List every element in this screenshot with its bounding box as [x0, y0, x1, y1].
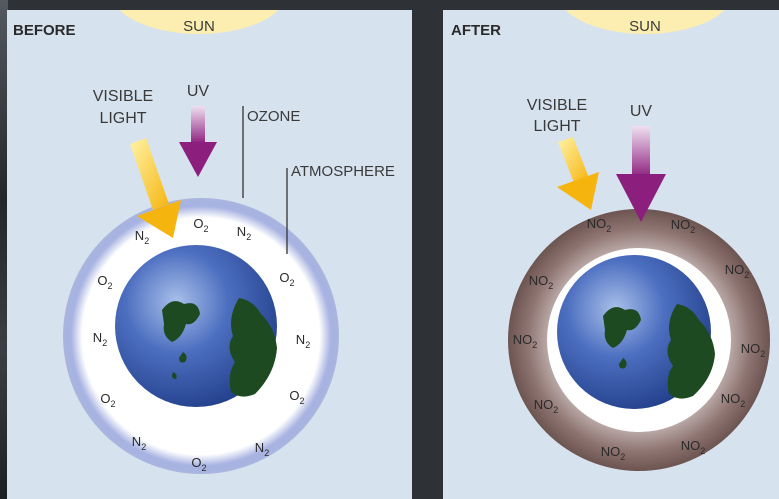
- visible-light-label-line2: LIGHT: [99, 110, 146, 127]
- molecule-label: NO2: [671, 217, 696, 235]
- molecule-label: N2: [237, 224, 251, 242]
- earth: [115, 245, 277, 407]
- molecule-label: O2: [193, 216, 208, 234]
- sun: [565, 10, 725, 34]
- uv-arrow: [616, 126, 666, 222]
- ozone-label: OZONE: [247, 108, 300, 125]
- molecule-label: NO2: [681, 438, 706, 456]
- sun-label: SUN: [629, 18, 661, 35]
- sun: [119, 10, 279, 34]
- atmosphere-label: ATMOSPHERE: [291, 163, 395, 180]
- molecule-label: O2: [289, 388, 304, 406]
- molecule-label: O2: [191, 455, 206, 473]
- uv-arrow: [179, 106, 217, 177]
- molecule-label: NO2: [721, 391, 746, 409]
- molecule-label: NO2: [601, 444, 626, 462]
- molecule-label: O2: [100, 391, 115, 409]
- molecule-label: O2: [279, 270, 294, 288]
- molecule-label: NO2: [513, 332, 538, 350]
- uv-label: UV: [187, 83, 210, 100]
- molecule-label: N2: [135, 228, 149, 246]
- visible-light-arrow: [130, 138, 181, 238]
- uv-label: UV: [630, 103, 653, 120]
- molecule-label: N2: [296, 332, 310, 350]
- background-strip: [0, 0, 8, 499]
- molecule-label: N2: [255, 440, 269, 458]
- visible-light-arrow: [557, 137, 599, 210]
- molecule-label: NO2: [534, 397, 559, 415]
- molecule-label: NO2: [529, 273, 554, 291]
- molecule-label: NO2: [741, 341, 766, 359]
- visible-light-label-line1: VISIBLE: [93, 88, 153, 105]
- visible-light-label-line1: VISIBLE: [527, 97, 587, 114]
- panel-heading: BEFORE: [13, 22, 76, 39]
- visible-light-label-line2: LIGHT: [533, 118, 580, 135]
- sun-label: SUN: [183, 18, 215, 35]
- molecule-label: O2: [97, 273, 112, 291]
- molecule-label: NO2: [725, 262, 750, 280]
- panel-heading: AFTER: [451, 22, 501, 39]
- molecule-label: N2: [93, 330, 107, 348]
- molecule-label: N2: [132, 434, 146, 452]
- earth: [557, 255, 715, 409]
- molecule-label: NO2: [587, 216, 612, 234]
